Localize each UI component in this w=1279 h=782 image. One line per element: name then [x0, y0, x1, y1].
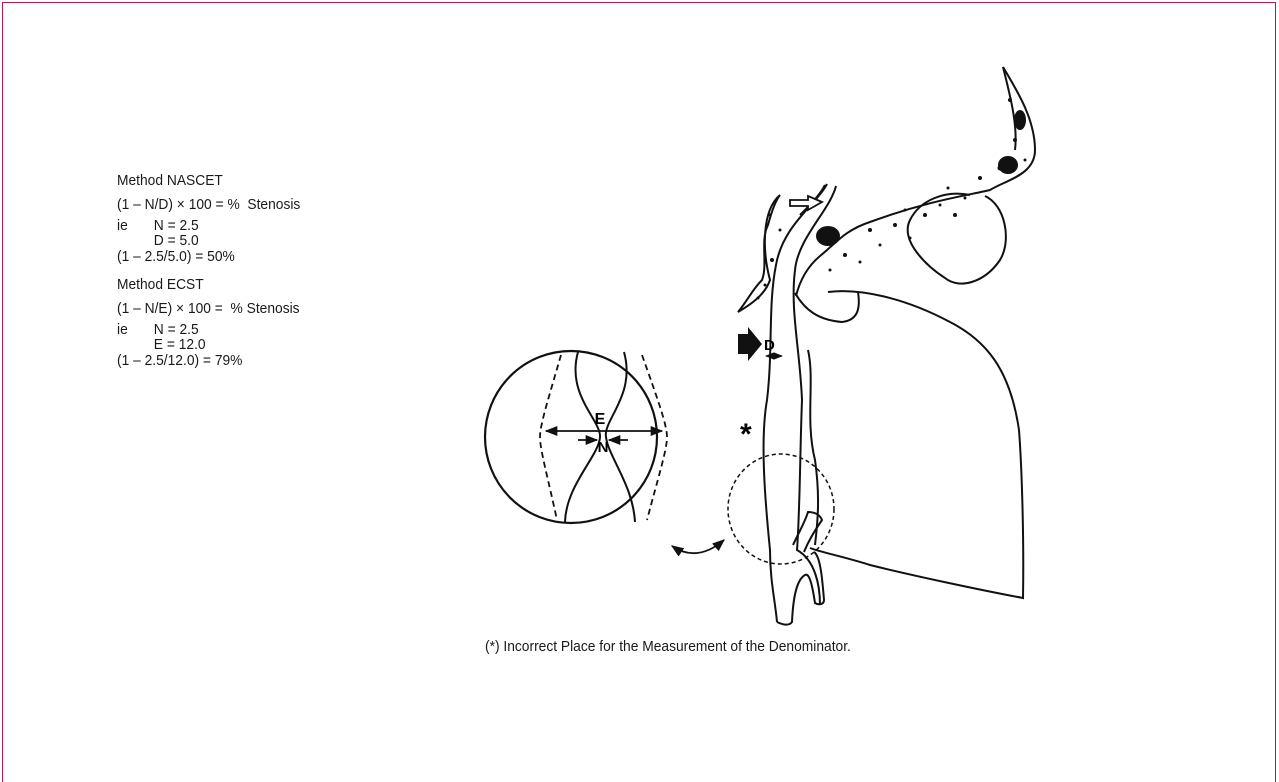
label-e: E — [595, 411, 606, 428]
carotid-artery — [764, 184, 836, 625]
bone-texture — [757, 98, 1027, 300]
label-d: D — [764, 337, 775, 354]
d-pointer-arrow-icon — [738, 327, 762, 361]
asterisk-marker: * — [740, 418, 752, 451]
linking-arrow — [672, 540, 724, 553]
skull-outline — [738, 67, 1035, 598]
original-wall-right — [642, 355, 667, 520]
figure-caption: (*) Incorrect Place for the Measurement … — [485, 638, 851, 655]
label-n: N — [598, 439, 609, 456]
narrowed-lumen-left — [565, 352, 600, 522]
magnified-stenosis-view: E N — [485, 351, 667, 523]
narrowed-lumen-right — [606, 352, 635, 522]
original-wall-left — [540, 355, 561, 520]
